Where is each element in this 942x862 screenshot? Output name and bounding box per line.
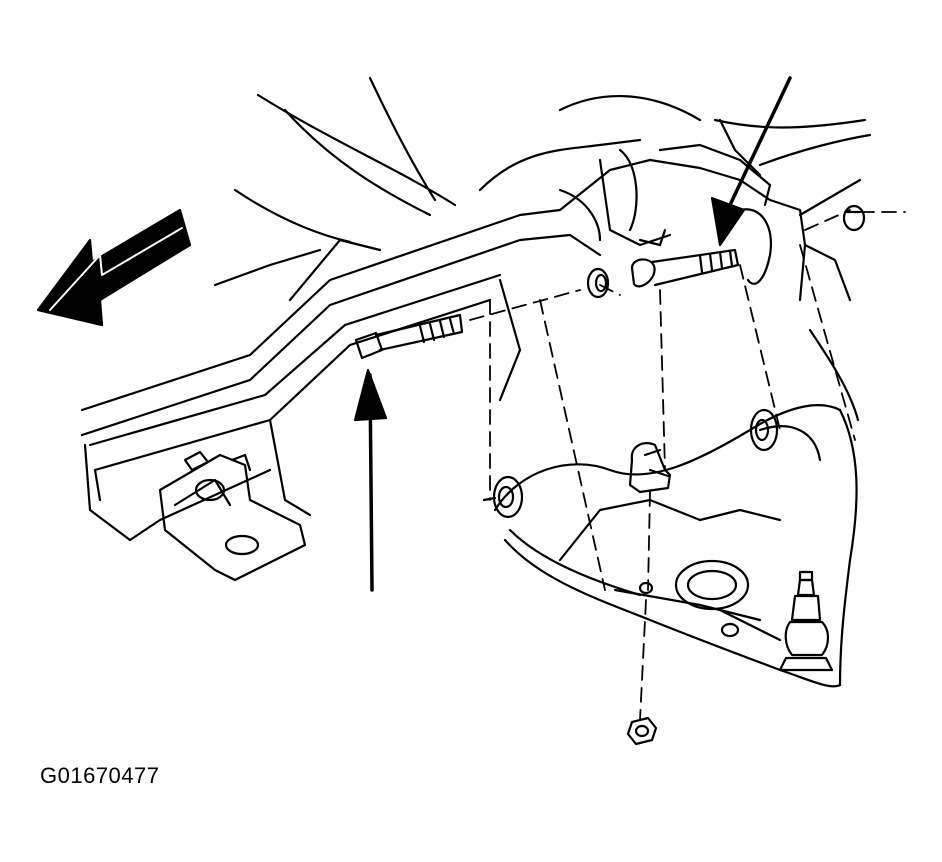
lower-control-arm (493, 404, 858, 688)
shock-mount-hole (638, 559, 750, 638)
bump-stop (628, 442, 672, 494)
figure-id-label: G01670477 (40, 763, 160, 788)
rear-pivot-bolt (630, 248, 740, 288)
ball-joint (778, 570, 834, 672)
body-outline (233, 76, 872, 422)
frame-bracket (158, 450, 307, 582)
front-bushing (482, 475, 524, 519)
upper-frame-mount (478, 118, 772, 247)
front-direction-arrow (36, 208, 192, 327)
frame-rail (80, 158, 772, 542)
rear-frame-pocket (738, 198, 852, 302)
cam-washer-rear (842, 204, 866, 232)
front-pivot-bolt (354, 313, 464, 360)
pointer-arrow-rear-bolt (710, 76, 792, 247)
rear-bushing (749, 408, 779, 452)
cam-washer-front (586, 267, 610, 299)
alignment-lines (469, 209, 906, 721)
lower-nut (626, 716, 658, 746)
pointer-arrow-front-bolt (353, 368, 388, 592)
